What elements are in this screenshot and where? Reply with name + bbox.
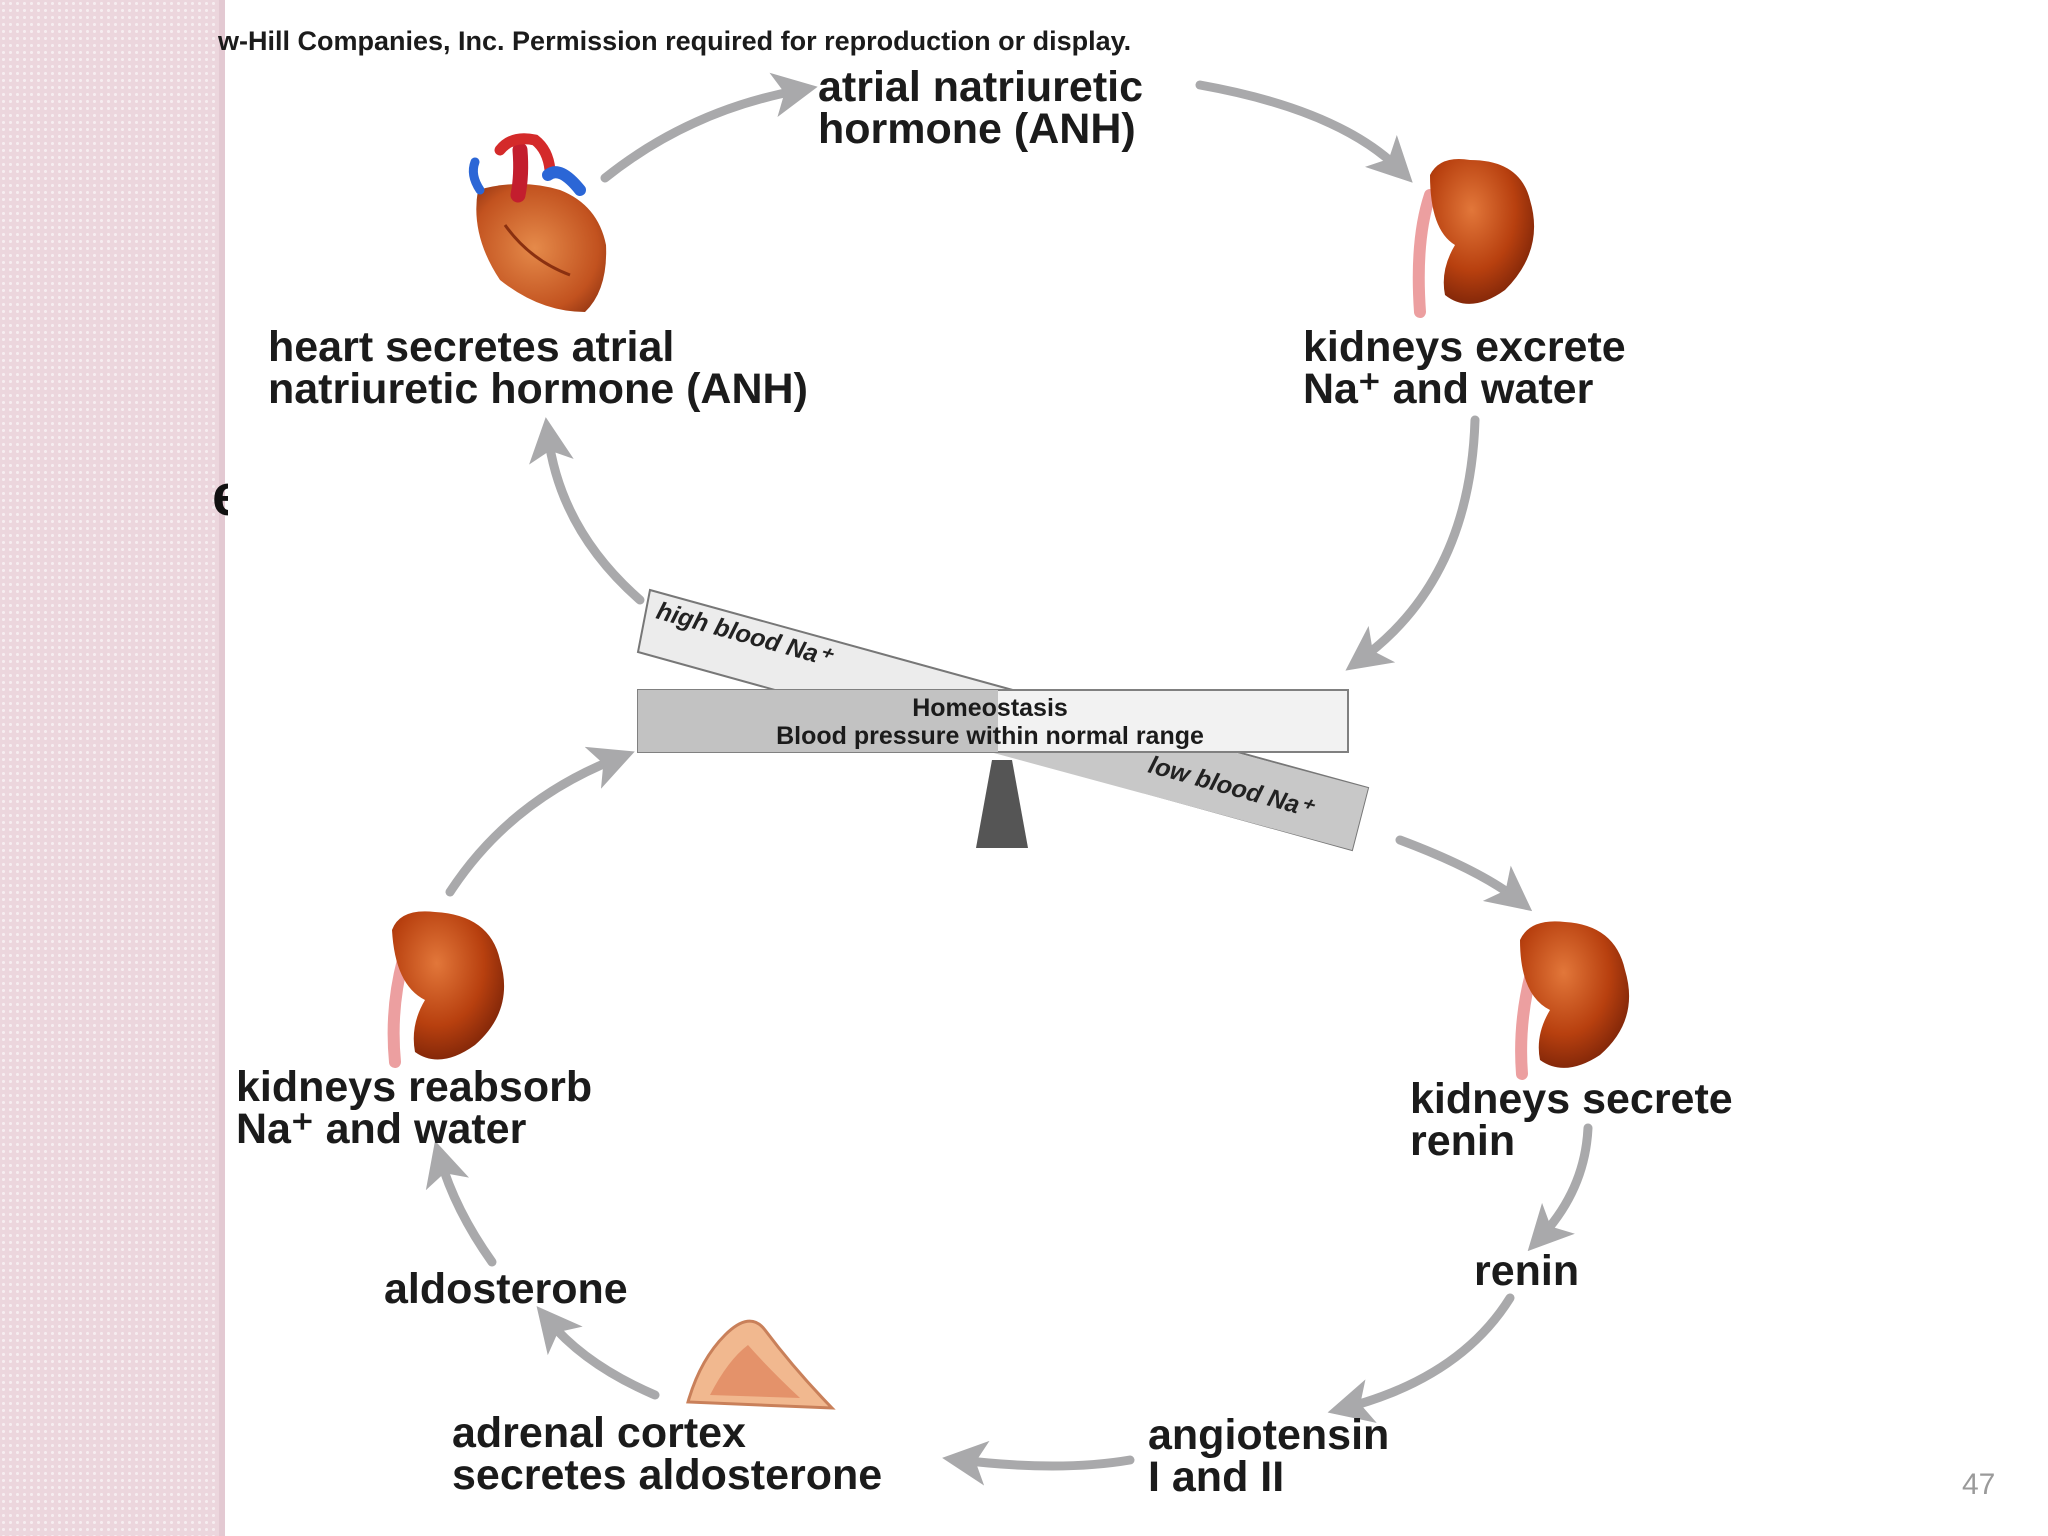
kidneys-excrete-label: kidneys excrete Na⁺ and water bbox=[1303, 323, 1626, 413]
sidebar-edge bbox=[219, 0, 225, 1536]
kidneys-reabsorb-label: kidneys reabsorb Na⁺ and water bbox=[236, 1063, 593, 1153]
heart-label-line-1: heart secretes atrial bbox=[268, 323, 675, 371]
copyright-notice: w-Hill Companies, Inc. Permission requir… bbox=[218, 26, 1132, 56]
arrow-angiotensin-to-adrenal bbox=[942, 1440, 1135, 1486]
decorative-sidebar-stripe bbox=[0, 0, 225, 1536]
aldosterone-label: aldosterone bbox=[384, 1265, 628, 1313]
renin-label: renin bbox=[1474, 1247, 1580, 1295]
homeostasis-box-shade bbox=[638, 690, 998, 752]
arrow-low-to-kidneys bbox=[1395, 835, 1533, 912]
heart-label: heart secretes atrial natriuretic hormon… bbox=[268, 323, 808, 413]
kidneys-secrete-line-1: kidneys secrete bbox=[1410, 1075, 1733, 1123]
kidneys-excrete-line-2: Na⁺ and water bbox=[1303, 365, 1594, 413]
anh-label: atrial natriuretic hormone (ANH) bbox=[818, 63, 1143, 153]
adrenal-label-line-2: secretes aldosterone bbox=[452, 1451, 883, 1499]
page-number: 47 bbox=[1962, 1468, 1996, 1501]
arrow-secrete-to-renin bbox=[1527, 1123, 1593, 1252]
clipped-title-glyph: e bbox=[212, 462, 228, 529]
adrenal-cortex-label: adrenal cortex secretes aldosterone bbox=[452, 1409, 883, 1499]
arrow-renin-to-angiotensin bbox=[1327, 1293, 1515, 1423]
fulcrum bbox=[976, 760, 1028, 848]
arrow-high-to-heart bbox=[529, 417, 645, 605]
kidney-icon-lower-right bbox=[1515, 921, 1630, 1080]
arrow-reabsorb-to-balance bbox=[445, 746, 635, 897]
kidneys-reabsorb-line-1: kidneys reabsorb bbox=[236, 1063, 593, 1111]
homeostasis-title: Homeostasis bbox=[912, 694, 1068, 722]
heart-icon bbox=[468, 133, 607, 312]
kidney-icon-top-right bbox=[1412, 159, 1535, 318]
kidneys-secrete-label: kidneys secrete renin bbox=[1410, 1075, 1733, 1165]
angiotensin-label: angiotensin I and II bbox=[1148, 1411, 1390, 1501]
adrenal-label-line-1: adrenal cortex bbox=[452, 1409, 746, 1457]
angiotensin-line-1: angiotensin bbox=[1148, 1411, 1390, 1459]
anh-label-line-1: atrial natriuretic bbox=[818, 63, 1143, 111]
cycle-arrows bbox=[425, 72, 1593, 1486]
balance-scale: high blood Na⁺ low blood Na⁺ Homeostasis… bbox=[636, 588, 1370, 852]
arrow-anh-to-kidneys bbox=[1195, 80, 1413, 183]
kidneys-reabsorb-line-2: Na⁺ and water bbox=[236, 1105, 527, 1153]
kidneys-excrete-line-1: kidneys excrete bbox=[1303, 323, 1626, 371]
homeostasis-subtitle: Blood pressure within normal range bbox=[776, 722, 1204, 750]
kidneys-secrete-line-2: renin bbox=[1410, 1117, 1516, 1165]
kidney-icon-left bbox=[387, 911, 505, 1068]
arrow-kidneys-excrete-to-balance bbox=[1345, 415, 1480, 671]
arrow-heart-to-anh bbox=[600, 72, 818, 183]
anh-label-line-2: hormone (ANH) bbox=[818, 105, 1136, 153]
arrow-adrenal-to-aldosterone bbox=[536, 1306, 660, 1400]
heart-label-line-2: natriuretic hormone (ANH) bbox=[268, 365, 808, 413]
arrow-aldosterone-to-reabsorb bbox=[425, 1140, 497, 1267]
angiotensin-line-2: I and II bbox=[1148, 1453, 1285, 1501]
adrenal-gland-icon bbox=[686, 1319, 836, 1410]
